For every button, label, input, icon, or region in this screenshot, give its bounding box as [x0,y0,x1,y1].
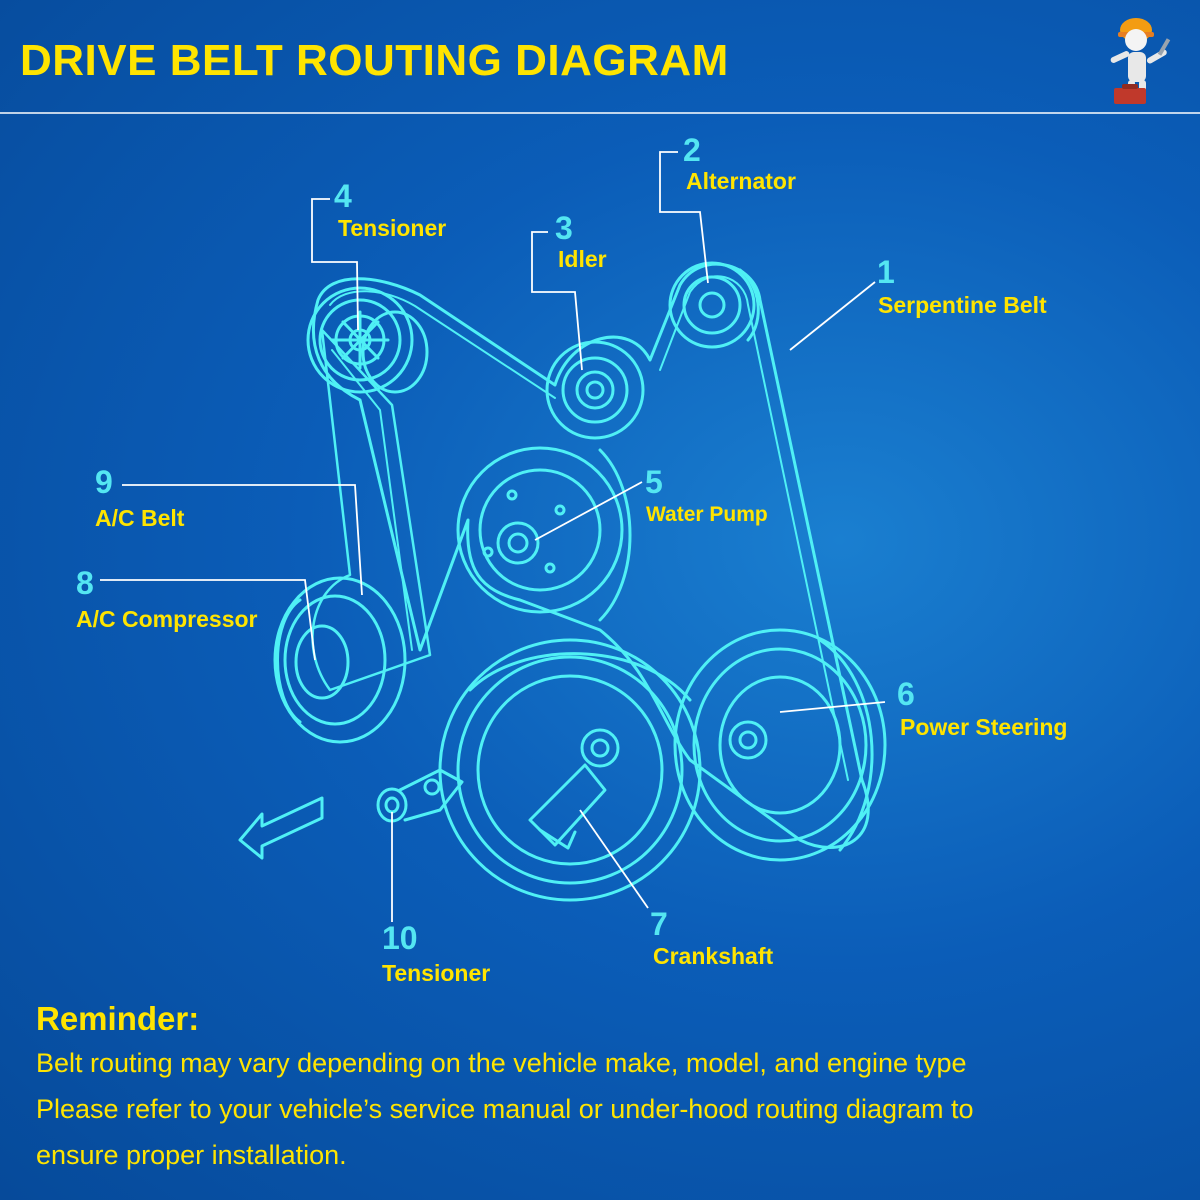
leader-line-1 [789,281,876,351]
worker-with-toolbox-icon [1110,18,1171,104]
leader-line-7 [579,809,649,909]
leader-line-8 [100,579,316,661]
component-1-number: 1 [877,254,895,290]
component-5-number: 5 [645,464,663,500]
ac-belt [311,328,432,692]
tensioner-pulley-top [306,286,429,394]
component-10-number: 10 [382,920,418,956]
serpentine-belt [311,262,870,849]
component-7-label: Crankshaft [653,943,774,969]
reminder-heading: Reminder: [36,1000,200,1037]
component-6-label: Power Steering [900,714,1068,740]
component-4-label: Tensioner [338,215,447,241]
leader-line-3 [531,231,583,371]
water-pump-pulley [456,446,632,622]
rotation-arrow-icon [238,796,324,860]
leader-line-9 [122,484,363,596]
component-7-number: 7 [650,906,668,942]
page-title: DRIVE BELT ROUTING DIAGRAM [20,36,729,85]
idler-pulley [545,340,645,440]
reminder-line-1: Belt routing may vary depending on the v… [36,1048,967,1078]
component-3-label: Idler [558,246,607,272]
component-10-label: Tensioner [382,960,491,986]
component-4-number: 4 [334,178,352,214]
component-9-number: 9 [95,464,113,500]
leader-line-4 [311,198,359,331]
leader-line-2 [659,151,709,284]
power-steering-pulley [673,628,887,862]
tensioner-pulley-bottom [376,768,464,823]
leader-line-6 [779,701,886,713]
component-8-label: A/C Compressor [76,606,258,632]
component-9-label: A/C Belt [95,505,185,531]
component-8-number: 8 [76,565,94,601]
crankshaft-pulley [438,638,702,902]
header-divider [0,112,1200,114]
component-1-label: Serpentine Belt [878,292,1047,318]
component-5-label: Water Pump [646,503,768,526]
component-2-label: Alternator [686,168,796,194]
component-3-number: 3 [555,210,573,246]
component-6-number: 6 [897,676,915,712]
component-2-number: 2 [683,132,701,168]
alternator-pulley [668,261,760,349]
leader-line-5 [534,481,643,541]
ac-compressor-pulley [273,576,407,744]
reminder-line-3: ensure proper installation. [36,1140,347,1170]
reminder-line-2: Please refer to your vehicle’s service m… [36,1094,974,1124]
